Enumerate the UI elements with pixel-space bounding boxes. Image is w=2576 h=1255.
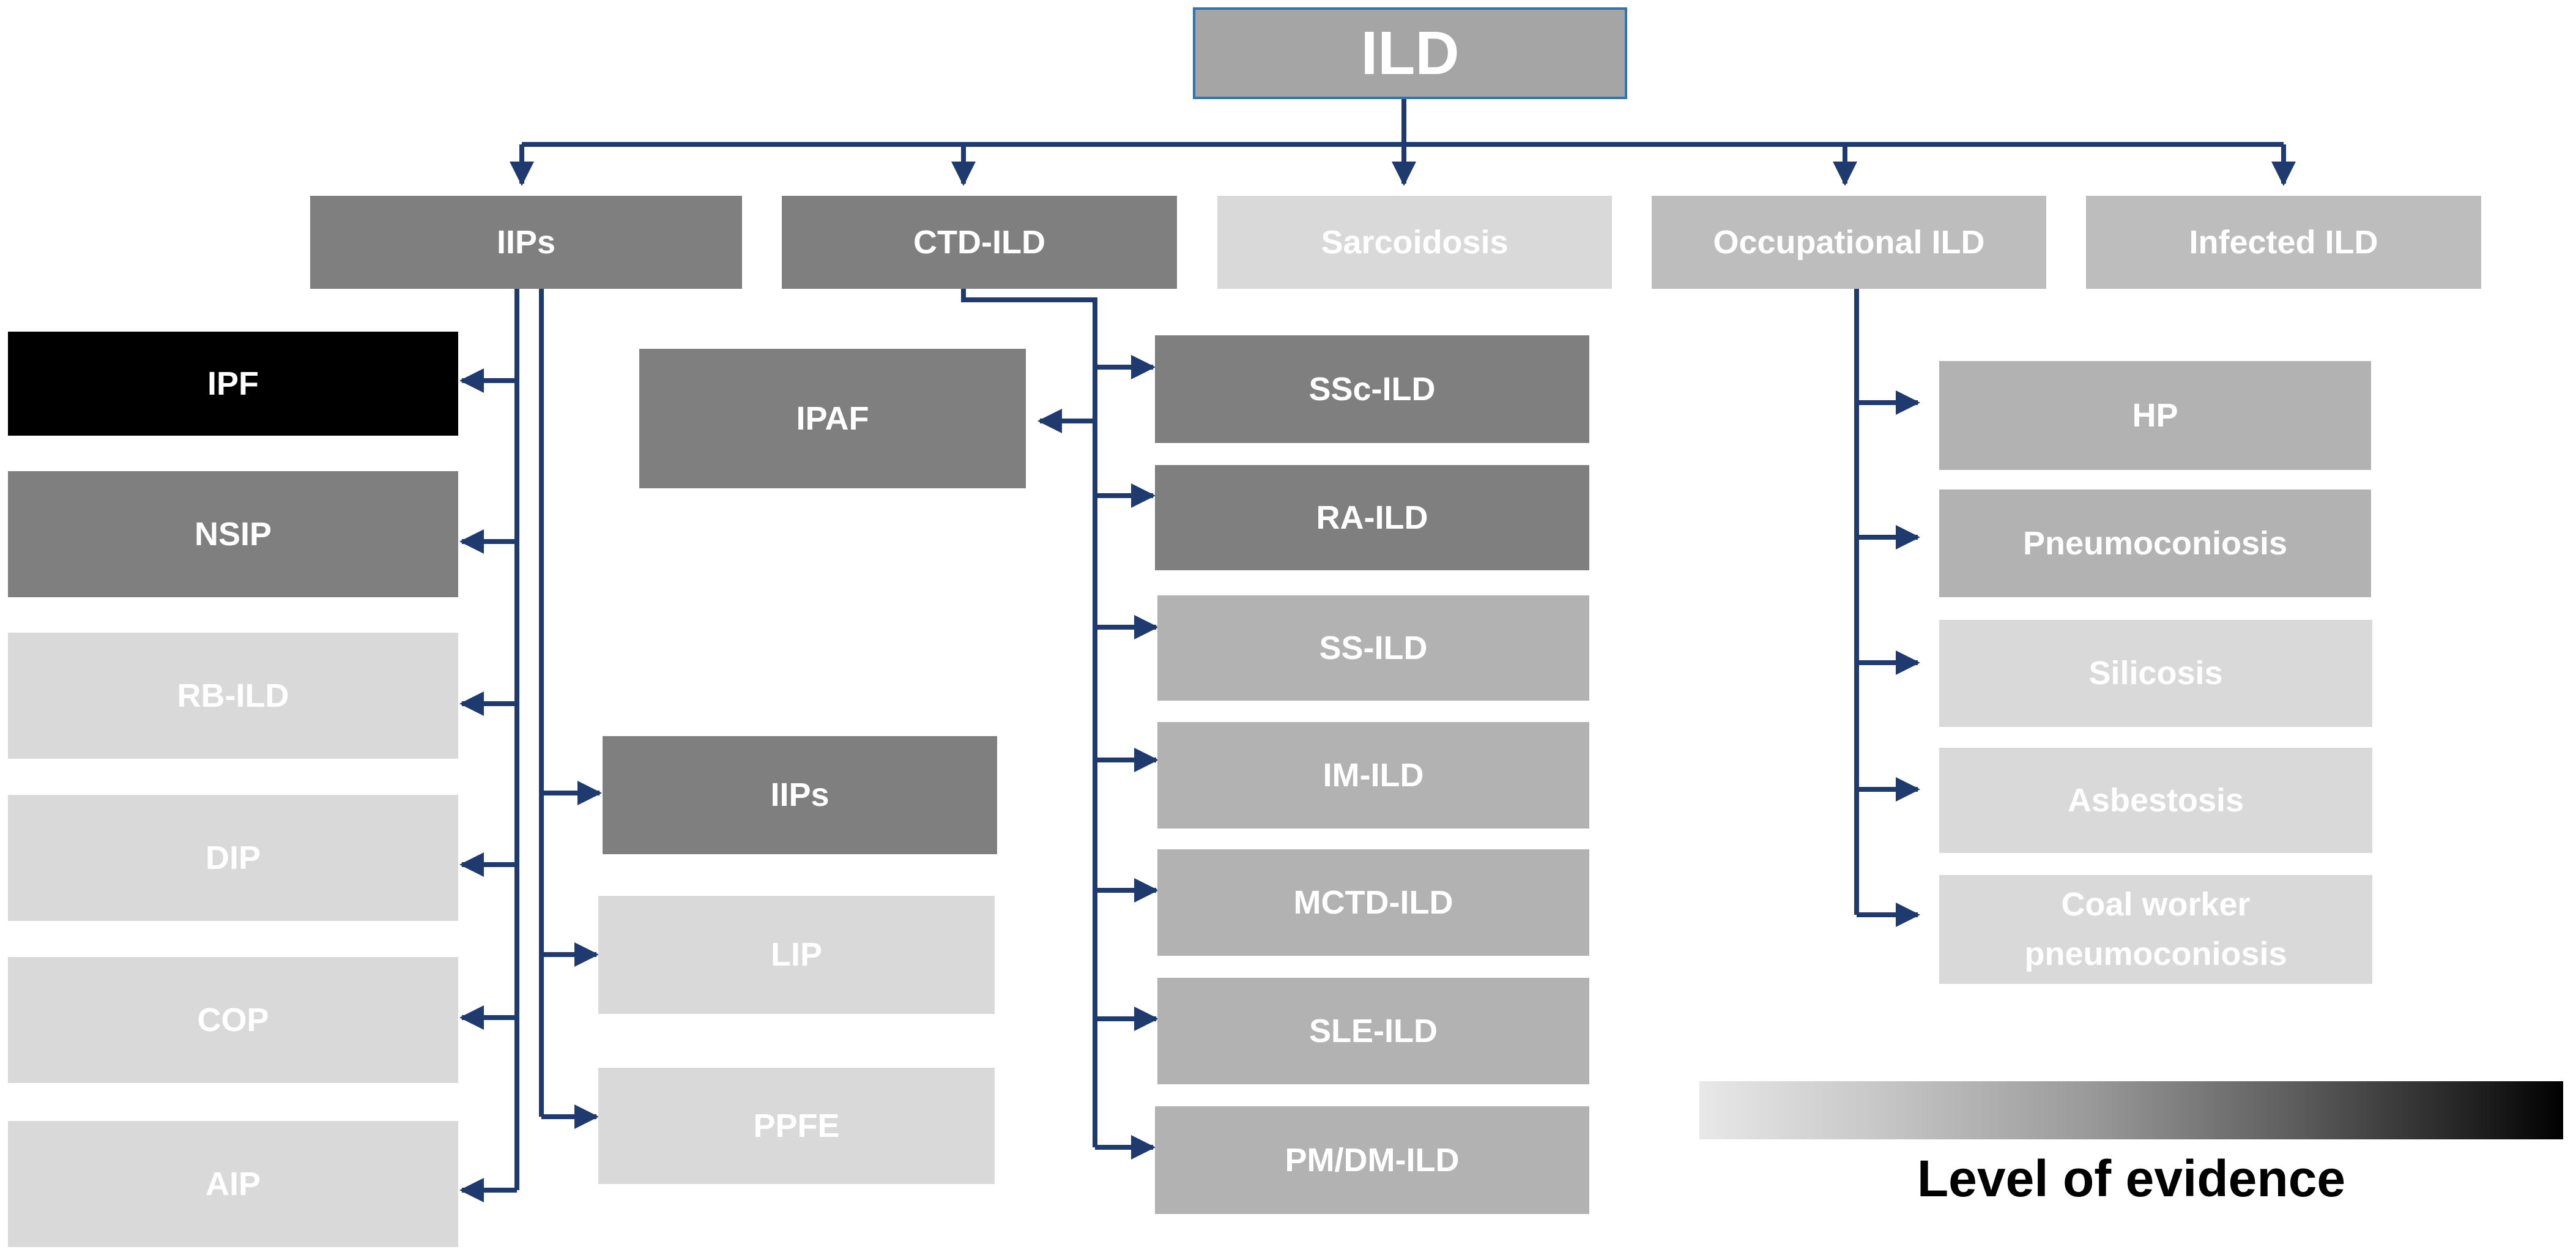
- occupational-pneumoconiosis-label: Pneumoconiosis: [2022, 524, 2288, 562]
- legend-label: Level of evidence: [1917, 1150, 2346, 1207]
- ctd-mctd-ild-label: MCTD-ILD: [1293, 884, 1453, 921]
- iips-rare-lip-label: LIP: [770, 936, 822, 973]
- occupational-coal-worker-pneumoconiosis: Coal worker pneumoconiosis: [1939, 875, 2372, 984]
- category-iips-label: IIPs: [496, 223, 556, 261]
- iips-major-rb-ild: RB-ILD: [8, 633, 458, 759]
- root-label: ILD: [1360, 19, 1460, 88]
- category-sarcoidosis: Sarcoidosis: [1217, 196, 1612, 289]
- ctd-ra-ild-label: RA-ILD: [1316, 499, 1428, 536]
- iips-major-dip: DIP: [8, 795, 458, 921]
- occupational-pneumoconiosis: Pneumoconiosis: [1939, 490, 2371, 597]
- category-occupational-ild: Occupational ILD: [1652, 196, 2046, 289]
- category-infected-ild-label: Infected ILD: [2189, 223, 2378, 261]
- category-occupational-ild-label: Occupational ILD: [1713, 223, 1985, 261]
- iips-rare-ppfe: PPFE: [598, 1068, 995, 1184]
- ctd-im-ild: IM-ILD: [1157, 722, 1589, 829]
- ctd-ssc-ild-label: SSc-ILD: [1308, 370, 1436, 408]
- category-ctd-ild: CTD-ILD: [782, 196, 1177, 289]
- iips-major-dip-label: DIP: [205, 839, 261, 876]
- ctd-pm-dm-ild-label: PM/DM-ILD: [1285, 1141, 1460, 1179]
- occupational-silicosis: Silicosis: [1939, 620, 2372, 727]
- category-infected-ild: Infected ILD: [2086, 196, 2481, 289]
- ctd-sle-ild-label: SLE-ILD: [1309, 1012, 1438, 1049]
- ctd-pm-dm-ild: PM/DM-ILD: [1155, 1106, 1589, 1214]
- iips-major-rb-ild-label: RB-ILD: [177, 677, 289, 714]
- ctd-im-ild-label: IM-ILD: [1323, 756, 1424, 794]
- ctd-ssc-ild: SSc-ILD: [1155, 335, 1589, 443]
- ctd-ipaf-label: IPAF: [796, 400, 869, 437]
- category-iips: IIPs: [310, 196, 742, 289]
- occupational-silicosis-label: Silicosis: [2088, 655, 2223, 691]
- iips-major-ipf: IPF: [8, 332, 458, 436]
- iips-major-nsip: NSIP: [8, 471, 458, 597]
- ctd-sle-ild: SLE-ILD: [1157, 978, 1589, 1084]
- iips-rare-lip: LIP: [598, 896, 995, 1014]
- ctd-ss-ild-label: SS-ILD: [1319, 629, 1428, 666]
- iips-rare-iips: IIPs: [603, 736, 997, 854]
- iips-major-ipf-label: IPF: [207, 365, 259, 402]
- root-node-ild: ILD: [1193, 7, 1627, 99]
- ctd-ipaf: IPAF: [639, 349, 1026, 488]
- evidence-gradient-bar: [1699, 1081, 2563, 1139]
- occupational-hp-label: HP: [2132, 397, 2178, 434]
- iips-major-cop: COP: [8, 957, 458, 1083]
- iips-major-aip: AIP: [8, 1121, 458, 1247]
- occupational-coal-worker-pneumoconiosis-label: Coal worker pneumoconiosis: [2024, 886, 2287, 972]
- category-sarcoidosis-label: Sarcoidosis: [1321, 223, 1509, 261]
- iips-major-aip-label: AIP: [205, 1165, 261, 1202]
- occupational-asbestosis-label: Asbestosis: [2067, 781, 2244, 819]
- occupational-asbestosis: Asbestosis: [1939, 748, 2372, 853]
- iips-major-nsip-label: NSIP: [194, 515, 272, 553]
- ctd-ss-ild: SS-ILD: [1157, 595, 1589, 701]
- occupational-hp: HP: [1939, 361, 2371, 470]
- ctd-ra-ild: RA-ILD: [1155, 465, 1589, 570]
- iips-major-cop-label: COP: [197, 1001, 269, 1038]
- iips-rare-ppfe-label: PPFE: [753, 1107, 840, 1144]
- ctd-mctd-ild: MCTD-ILD: [1157, 849, 1589, 956]
- iips-rare-iips-label: IIPs: [770, 776, 830, 813]
- category-ctd-ild-label: CTD-ILD: [913, 223, 1045, 261]
